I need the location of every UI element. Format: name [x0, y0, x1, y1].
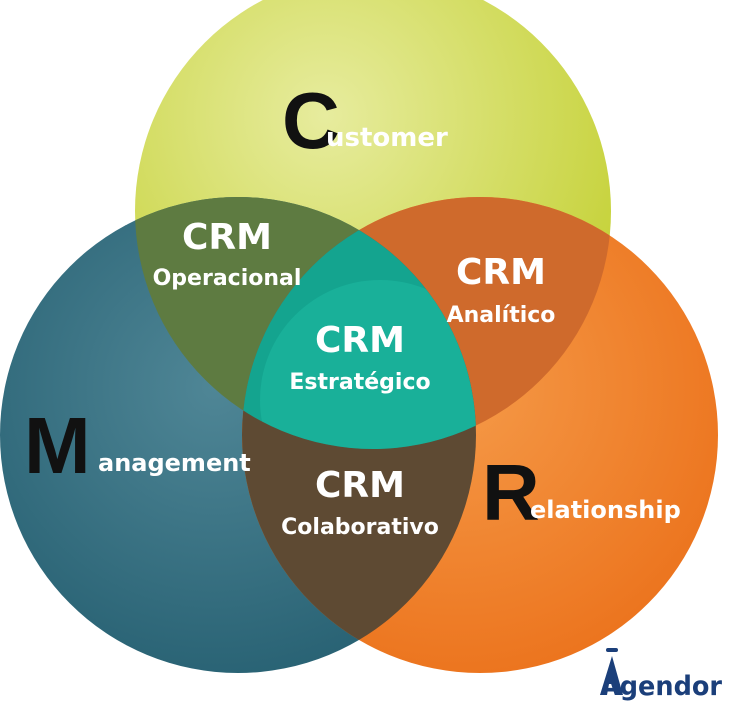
operacional-subtitle: Operacional	[153, 266, 302, 291]
relationship-word: elationship	[530, 496, 681, 524]
agendor-logo-mark-icon	[600, 648, 623, 695]
management-initial: M	[24, 401, 91, 490]
analitico-subtitle: Analítico	[447, 303, 556, 328]
operacional-title: CRM	[182, 217, 272, 258]
relationship-initial: R	[482, 448, 540, 537]
estrategico-subtitle: Estratégico	[289, 370, 430, 395]
customer-word: ustomer	[326, 123, 448, 153]
agendor-logo-text: Agendor	[600, 671, 723, 702]
analitico-title: CRM	[456, 252, 546, 293]
customer-initial: C	[282, 76, 340, 165]
estrategico-highlight	[260, 280, 476, 449]
management-word: anagement	[98, 449, 251, 477]
colaborativo-subtitle: Colaborativo	[281, 515, 439, 540]
colaborativo-title: CRM	[315, 465, 405, 506]
agendor-logo: Agendor	[600, 648, 723, 702]
estrategico-title: CRM	[315, 320, 405, 361]
estrategico-overlap	[242, 197, 476, 449]
